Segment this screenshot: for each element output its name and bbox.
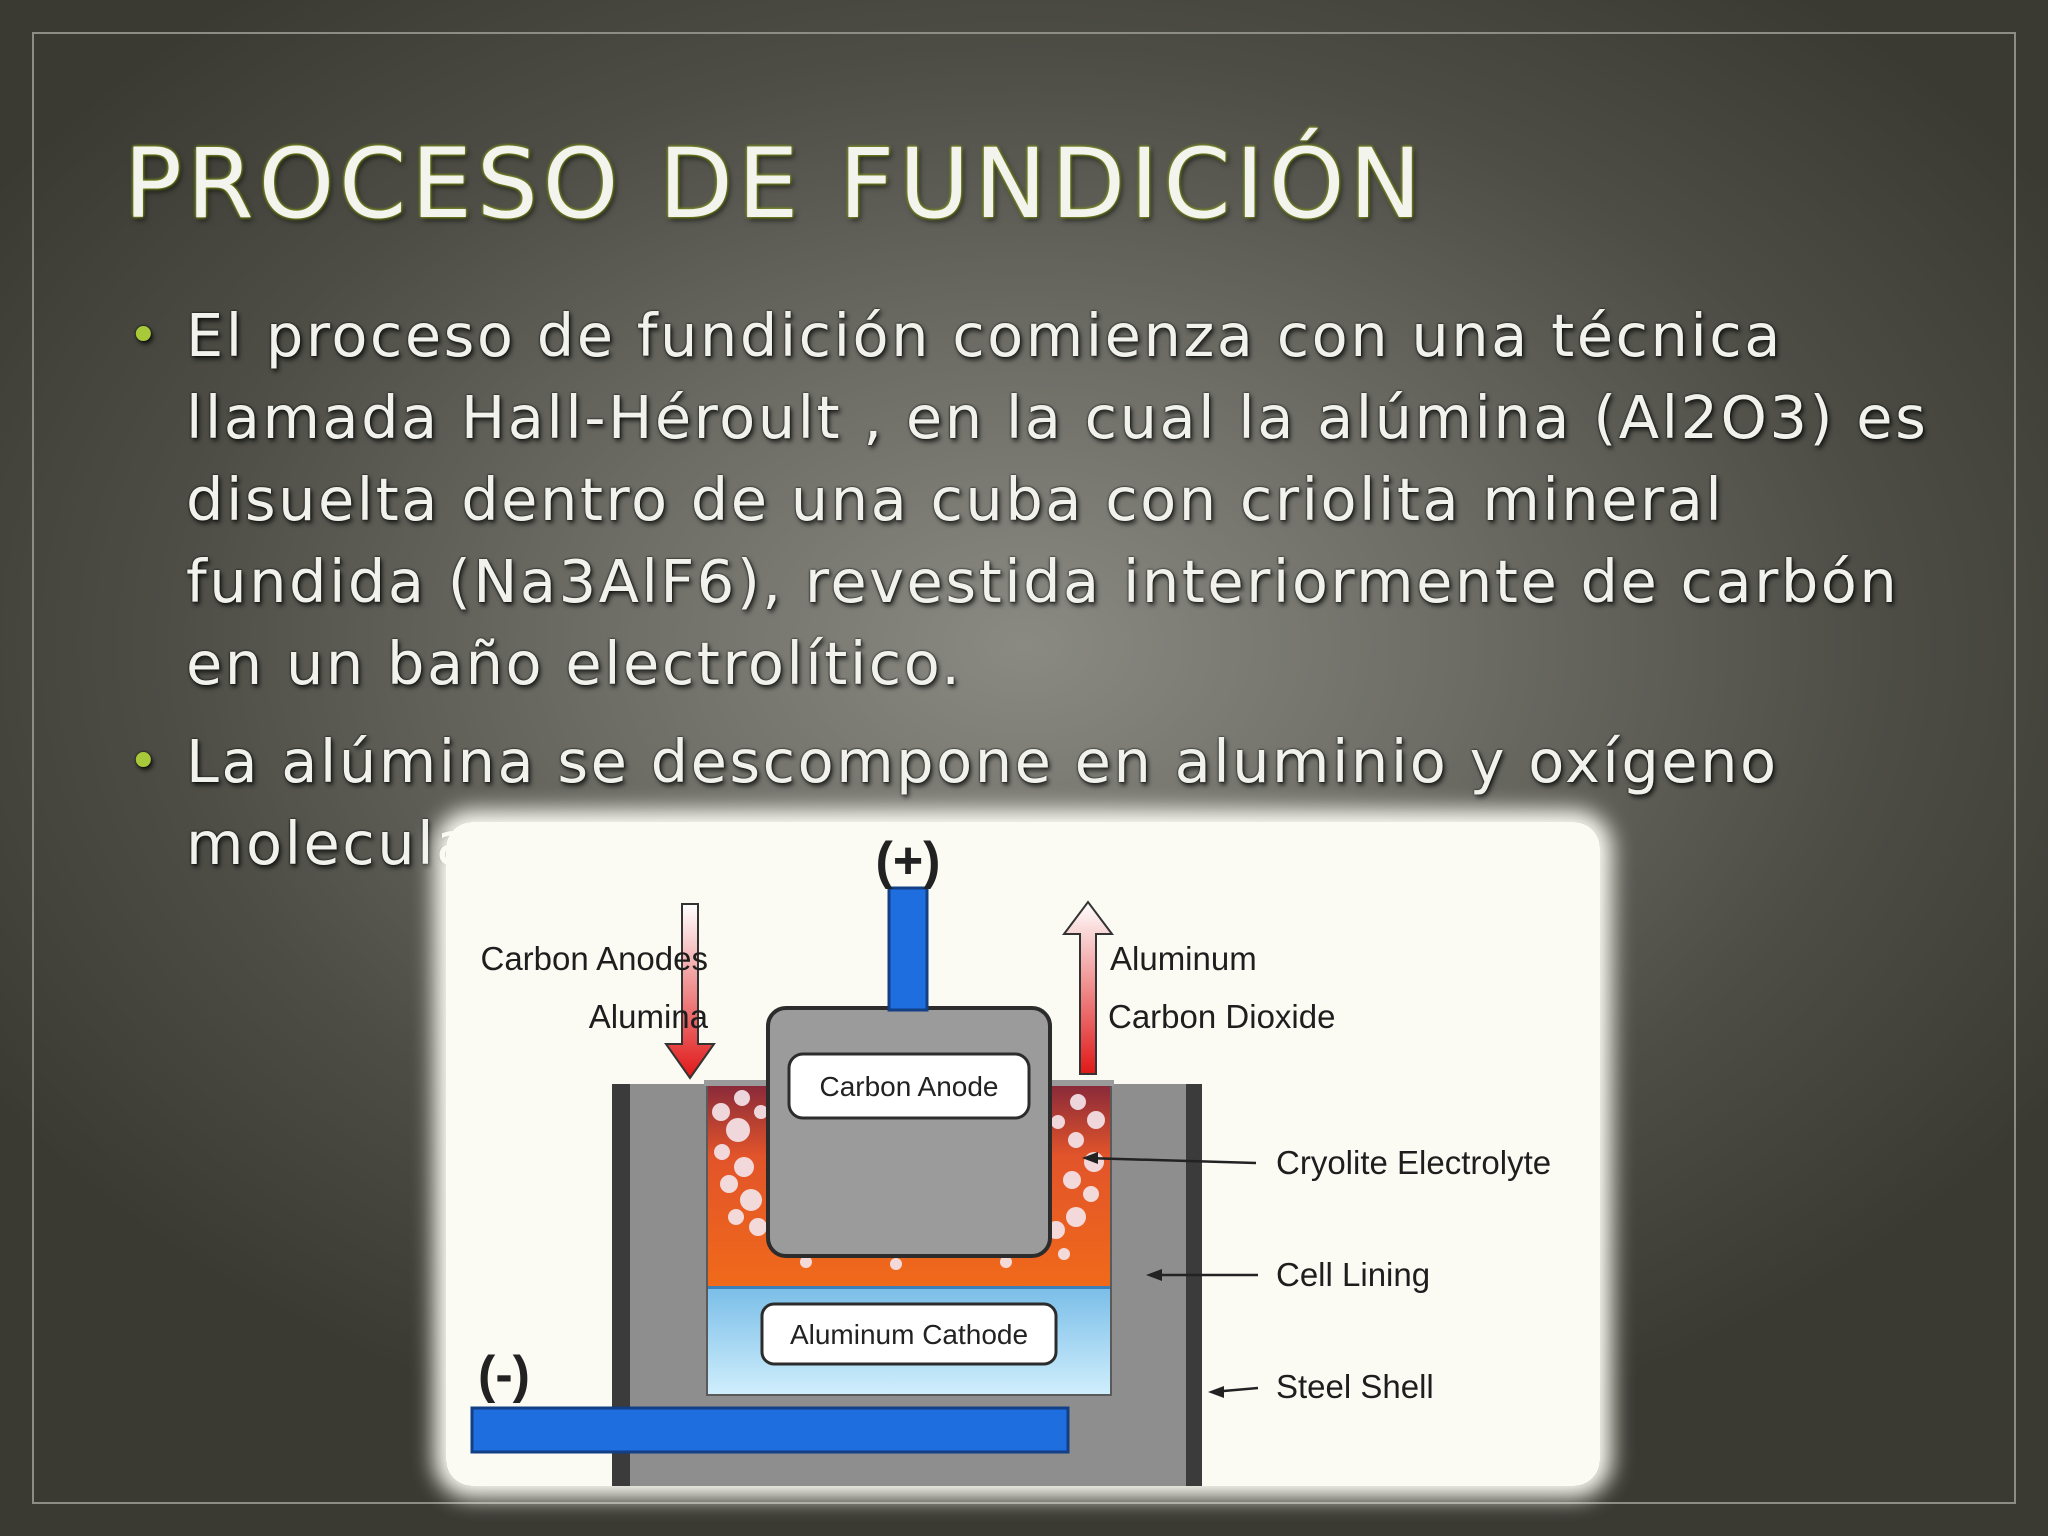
callout-lines — [1082, 1152, 1259, 1398]
positive-terminal-label: (+) — [876, 832, 941, 890]
aluminum-cathode-label-box — [760, 1302, 1058, 1366]
callout-cryolite-electrolyte: Cryolite Electrolyte — [1276, 1144, 1551, 1181]
input-label-alumina: Alumina — [589, 998, 709, 1035]
carbon-anode-label-box — [787, 1052, 1031, 1120]
bullet-list: • El proceso de fundición comienza con u… — [124, 295, 1954, 901]
input-arrow-icon — [664, 903, 716, 1080]
carbon-anode-label: Carbon Anode — [819, 1071, 998, 1102]
callout-steel-shell: Steel Shell — [1276, 1368, 1434, 1405]
input-label-carbon-anodes: Carbon Anodes — [480, 940, 708, 977]
bullet-dot-icon: • — [128, 732, 162, 792]
slide-title: PROCESO DE FUNDICIÓN — [124, 128, 1427, 240]
positive-conductor — [887, 886, 929, 1012]
bullet-text: El proceso de fundición comienza con una… — [186, 301, 1929, 698]
aluminum-surface — [708, 1286, 1110, 1289]
slide-frame — [32, 32, 2016, 1504]
negative-conductor — [470, 1406, 1070, 1454]
negative-terminal-label: (-) — [478, 1346, 530, 1404]
diagram-svg: Carbon Anode Aluminum Cathode (+) (-) Ca… — [446, 822, 1600, 1486]
output-label-aluminum: Aluminum — [1110, 940, 1257, 977]
callout-cell-lining: Cell Lining — [1276, 1256, 1430, 1293]
bullet-item: • El proceso de fundición comienza con u… — [124, 295, 1954, 705]
carbon-anode — [766, 1006, 1052, 1258]
output-arrow-icon — [1062, 900, 1114, 1075]
hall-heroult-diagram: Carbon Anode Aluminum Cathode (+) (-) Ca… — [446, 822, 1600, 1486]
output-label-carbon-dioxide: Carbon Dioxide — [1108, 998, 1335, 1035]
aluminum-cathode-label: Aluminum Cathode — [790, 1319, 1028, 1350]
bullet-dot-icon: • — [128, 306, 162, 366]
